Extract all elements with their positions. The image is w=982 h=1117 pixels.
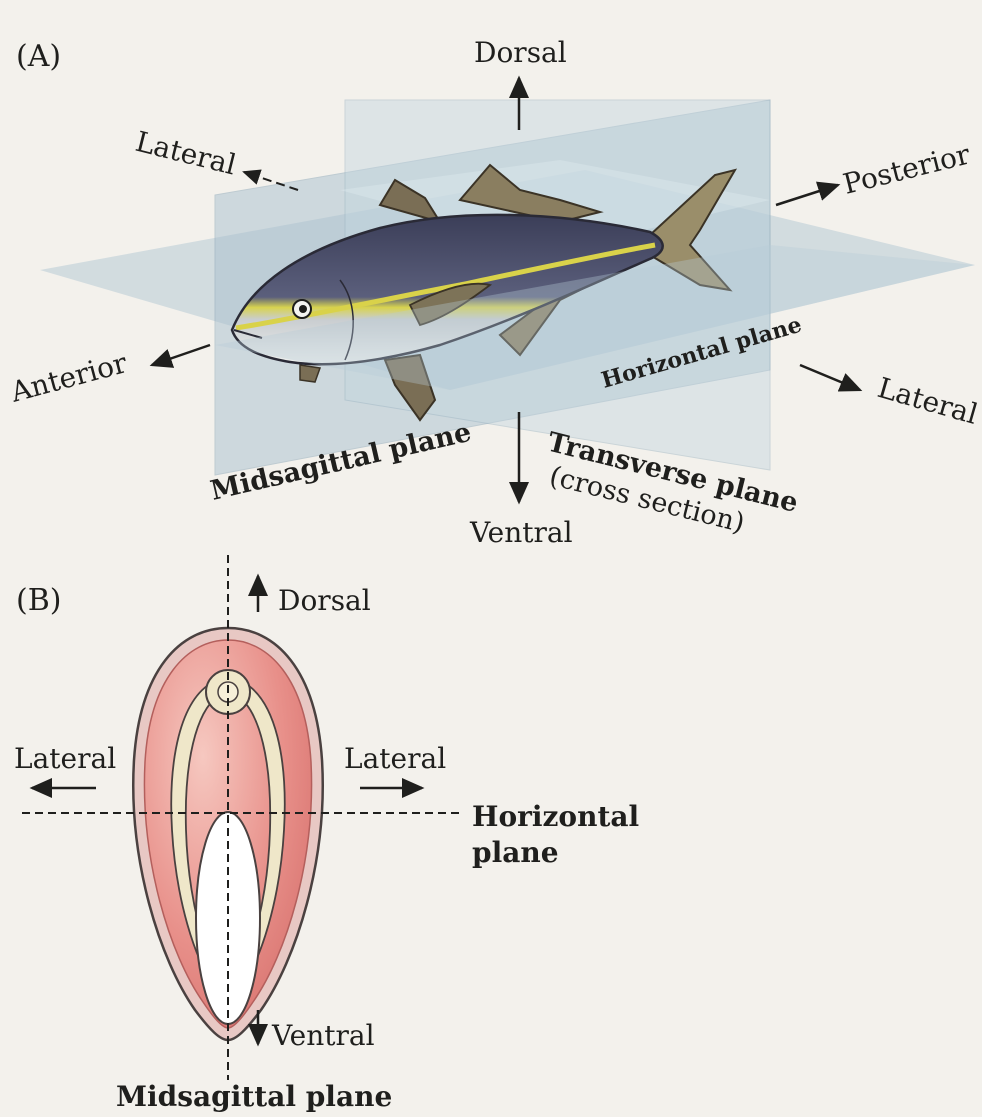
lateral-right-arrow [800,365,860,390]
anterior-label: Anterior [6,346,131,409]
panel-b-label: (B) [16,583,61,618]
panel-a-label: (A) [16,39,61,74]
panel-b-ventral-label: Ventral [271,1019,375,1052]
panel-b-plane-label: plane [472,836,559,869]
panel-a-lateral-left-label: Lateral [132,125,239,182]
panel-a-dorsal-label: Dorsal [474,36,567,69]
panel-b-midsagittal-label: Midsagittal plane [116,1080,392,1113]
panel-b-dorsal-label: Dorsal [278,584,371,617]
anterior-arrow [152,345,210,365]
posterior-label: Posterior [840,137,974,200]
panel-b-lateral-left-label: Lateral [14,742,116,775]
panel-a-ventral-label: Ventral [469,516,573,549]
panel-b-lateral-right-label: Lateral [344,742,446,775]
posterior-arrow [776,185,838,205]
panel-a-lateral-right-label: Lateral [874,371,981,431]
panel-b-horizontal-label: Horizontal [472,800,639,833]
